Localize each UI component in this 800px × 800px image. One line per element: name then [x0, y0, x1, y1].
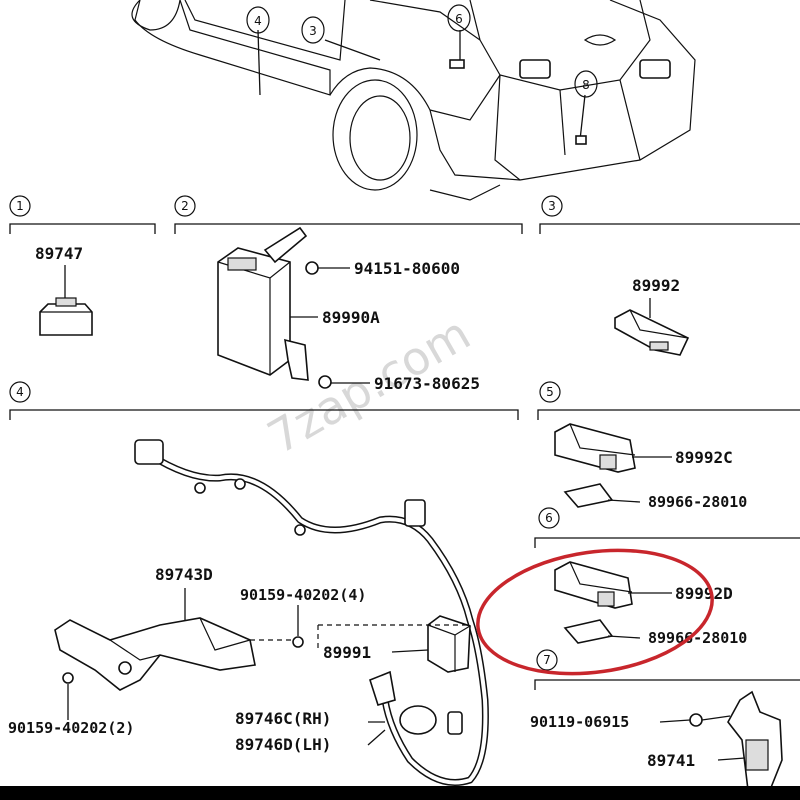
section-7: 7 90119-06915 89741	[530, 649, 800, 791]
section-1: 1 89747	[9, 195, 156, 336]
section-6: 6 89992D 89966-28010	[534, 507, 800, 647]
part-89992D-illustration	[554, 561, 633, 609]
part-89741-illustration	[727, 690, 783, 791]
part-number: 89966-28010	[648, 493, 747, 511]
vehicle-callout-6: 6	[447, 4, 471, 32]
part-number: 89746C(RH)	[235, 709, 331, 728]
part-number: 90119-06915	[530, 713, 629, 731]
part-number: 89747	[35, 244, 83, 263]
section-4: 4 89991 89743D 90159-	[8, 381, 519, 786]
section-number: 2	[181, 199, 189, 213]
part-number: 89743D	[155, 565, 213, 584]
part-number: 89966-28010	[648, 629, 747, 647]
highlight-ellipse	[476, 548, 714, 676]
vehicle-callout-3: 3	[301, 16, 325, 44]
part-number: 89741	[647, 751, 695, 770]
callout-label: 3	[309, 24, 317, 38]
section-5: 5 89992C 89966-28010	[537, 381, 800, 511]
section-number: 7	[543, 653, 551, 667]
part-number: 91673-80625	[374, 374, 480, 393]
section-2: 2 94151-80600 89990A 91673-80625	[174, 195, 523, 393]
part-number: 94151-80600	[354, 259, 460, 278]
part-number: 89990A	[322, 308, 380, 327]
section-number: 4	[16, 385, 24, 399]
part-89747-illustration	[39, 297, 93, 336]
section-3: 3 89992	[539, 195, 800, 356]
part-89992C-illustration	[554, 423, 636, 473]
part-89992-illustration	[614, 309, 690, 356]
callout-label: 6	[455, 12, 463, 26]
part-89743D-illustration	[54, 617, 256, 691]
section-number: 6	[545, 511, 553, 525]
part-number: 89992D	[675, 584, 733, 603]
part-89990A-illustration	[217, 226, 309, 381]
part-number: 89991	[323, 643, 371, 662]
section-number: 1	[16, 199, 24, 213]
callout-label: 8	[582, 78, 590, 92]
part-number: 89992C	[675, 448, 733, 467]
section-number: 5	[546, 385, 554, 399]
part-number: 89746D(LH)	[235, 735, 331, 754]
section-number: 3	[548, 199, 556, 213]
bottom-bar	[0, 786, 800, 800]
part-number: 90159-40202(2)	[8, 719, 134, 737]
vehicle-callout-4: 4	[246, 6, 270, 34]
part-number: 90159-40202(4)	[240, 586, 366, 604]
callout-label: 4	[254, 14, 262, 28]
vehicle-callout-8: 8	[574, 70, 598, 98]
vehicle-illustration	[131, 0, 696, 201]
part-number: 89992	[632, 276, 680, 295]
part-89991-illustration	[427, 615, 471, 673]
